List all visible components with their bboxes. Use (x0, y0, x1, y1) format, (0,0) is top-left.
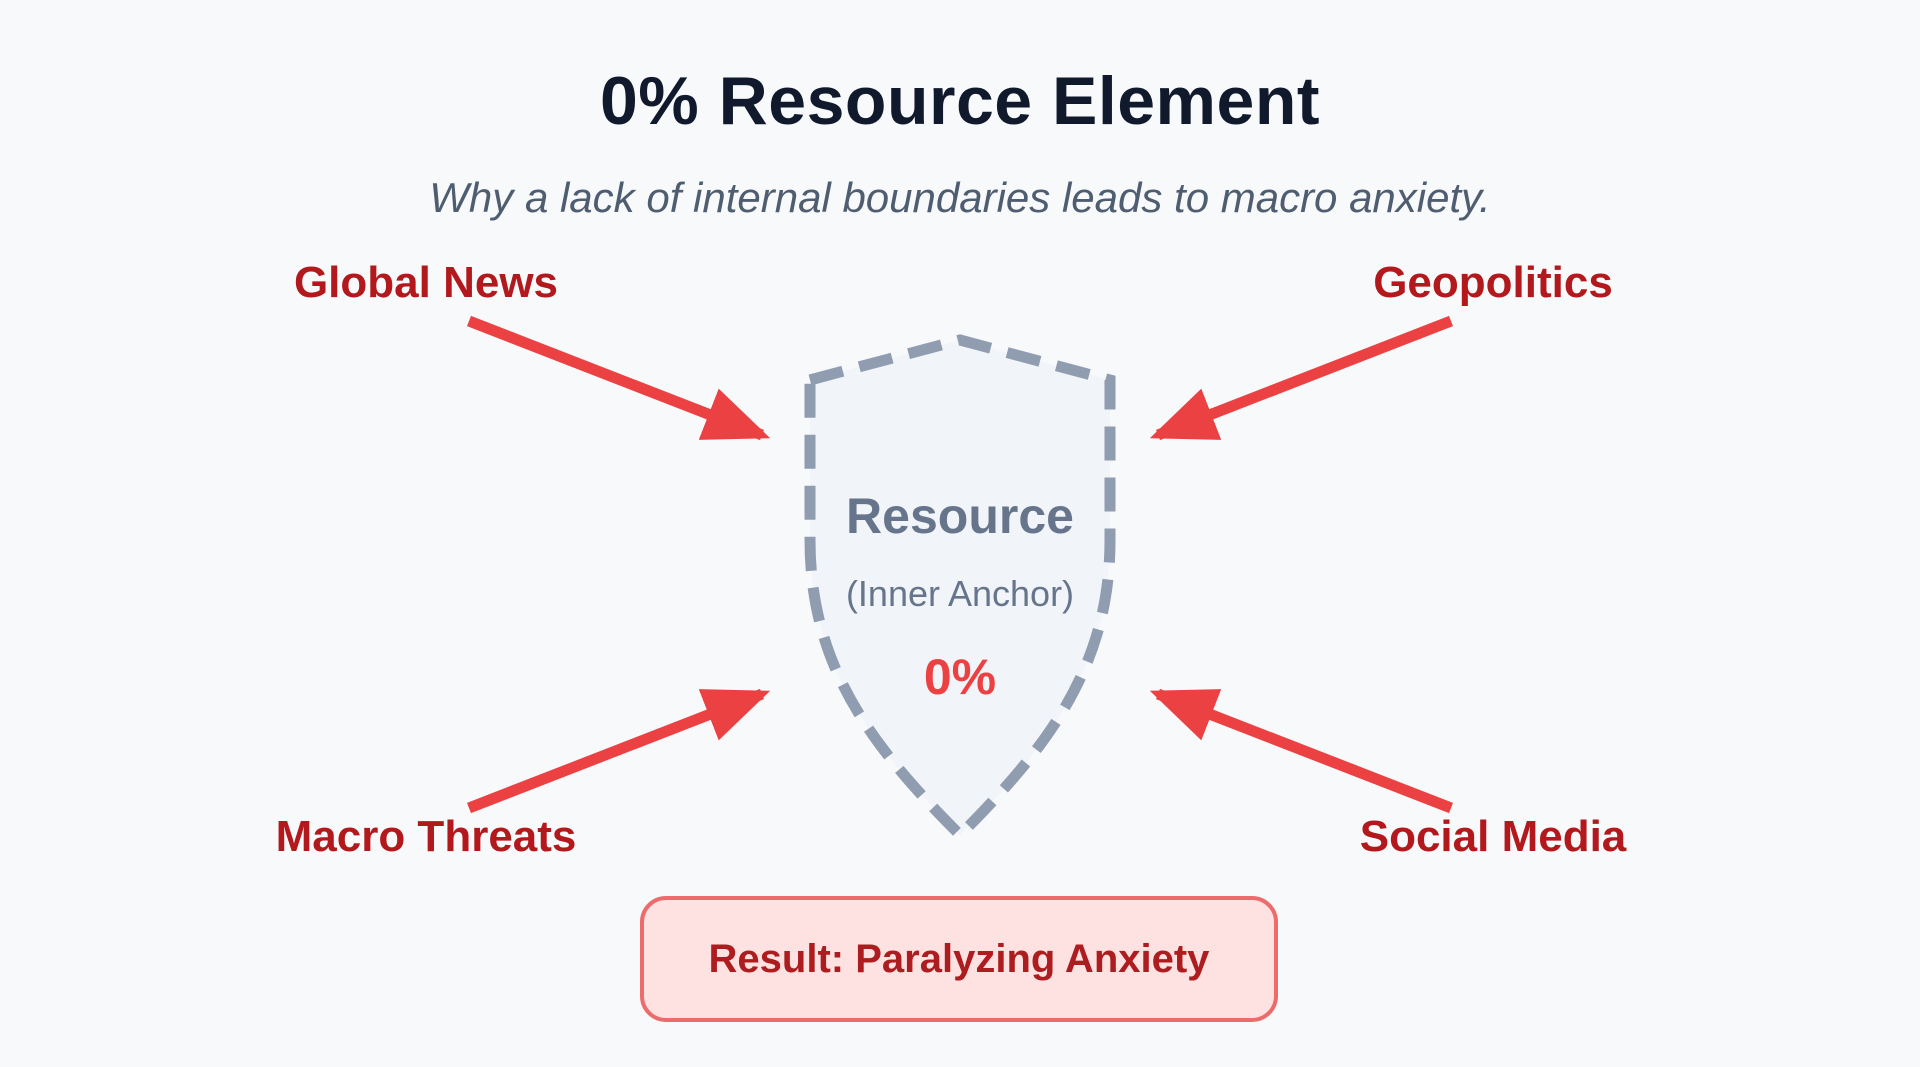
threat-label-global-news: Global News (293, 258, 559, 307)
arrow-global-news (467, 315, 771, 441)
shield-outline (804, 334, 1116, 843)
shield-percent: 0% (923, 649, 997, 705)
page-title: 0% Resource Element (599, 63, 1320, 139)
threat-label-geopolitics: Geopolitics (1373, 258, 1613, 307)
page-subtitle: Why a lack of internal boundaries leads … (429, 174, 1491, 221)
result-box: Result: Paralyzing Anxiety (640, 896, 1278, 1022)
shield-subtitle: (Inner Anchor) (845, 573, 1075, 614)
arrow-macro-threats (467, 688, 771, 814)
arrow-social-media (1149, 688, 1453, 814)
result-label: Result: Paralyzing Anxiety (708, 936, 1210, 981)
threat-label-social-media: Social Media (1359, 812, 1627, 861)
threat-label-macro-threats: Macro Threats (275, 812, 577, 861)
arrow-geopolitics (1149, 315, 1453, 441)
shield-title: Resource (846, 488, 1074, 544)
